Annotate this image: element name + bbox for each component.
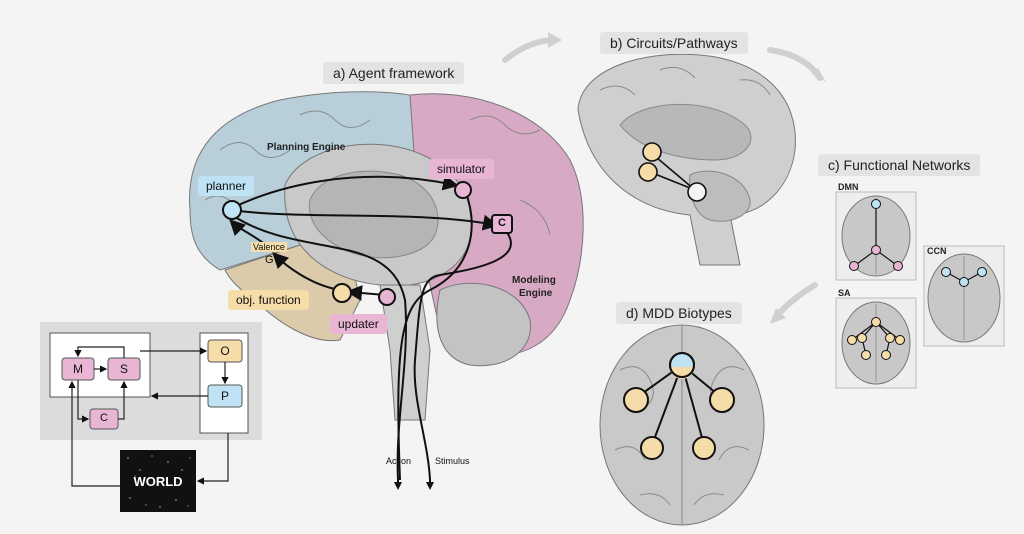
s-label: S (119, 362, 128, 376)
objective-label: obj. function (228, 290, 309, 310)
dmn-label: DMN (838, 182, 859, 192)
planner-label: planner (198, 176, 255, 196)
m-label: M (73, 362, 83, 376)
panel-a-title: a) Agent framework (323, 62, 465, 84)
action-label: Action (386, 456, 412, 466)
c-node-box (491, 214, 513, 234)
p-label: P (220, 389, 229, 403)
world-stars (127, 455, 191, 508)
sa-label: SA (838, 288, 851, 298)
cerebellum (436, 282, 532, 367)
simulator-label: simulator (429, 159, 494, 179)
panel-c-title: c) Functional Networks (818, 154, 981, 176)
panel-d-title: d) MDD Biotypes (616, 302, 742, 324)
o-label: O (220, 344, 230, 358)
c-label: C (100, 412, 108, 424)
objective-node (332, 283, 352, 303)
valence-label: Valence (251, 242, 287, 252)
biotypes-brain (599, 324, 765, 526)
modeling-engine-label-1: Modeling (512, 275, 556, 286)
stimulus-label: Stimulus (435, 456, 470, 466)
updater-node (378, 288, 396, 306)
arrow-a-to-b (502, 37, 558, 63)
schematic-links (68, 346, 229, 487)
panel-b-title: b) Circuits/Pathways (600, 32, 748, 54)
c-node-label: C (498, 217, 506, 229)
planning-engine-label: Planning Engine (267, 142, 346, 153)
world-box (120, 450, 196, 512)
planner-node (222, 200, 242, 220)
circuits-brain (577, 53, 796, 266)
ccn-label: CCN (927, 246, 947, 256)
pathways (229, 174, 512, 481)
world-label: WORLD (133, 474, 183, 489)
modeling-engine-label-2: Engine (519, 288, 553, 299)
updater-label: updater (330, 314, 387, 334)
g-node-label: G (265, 254, 274, 266)
simulator-node (454, 181, 472, 199)
networks-group (835, 191, 1005, 389)
